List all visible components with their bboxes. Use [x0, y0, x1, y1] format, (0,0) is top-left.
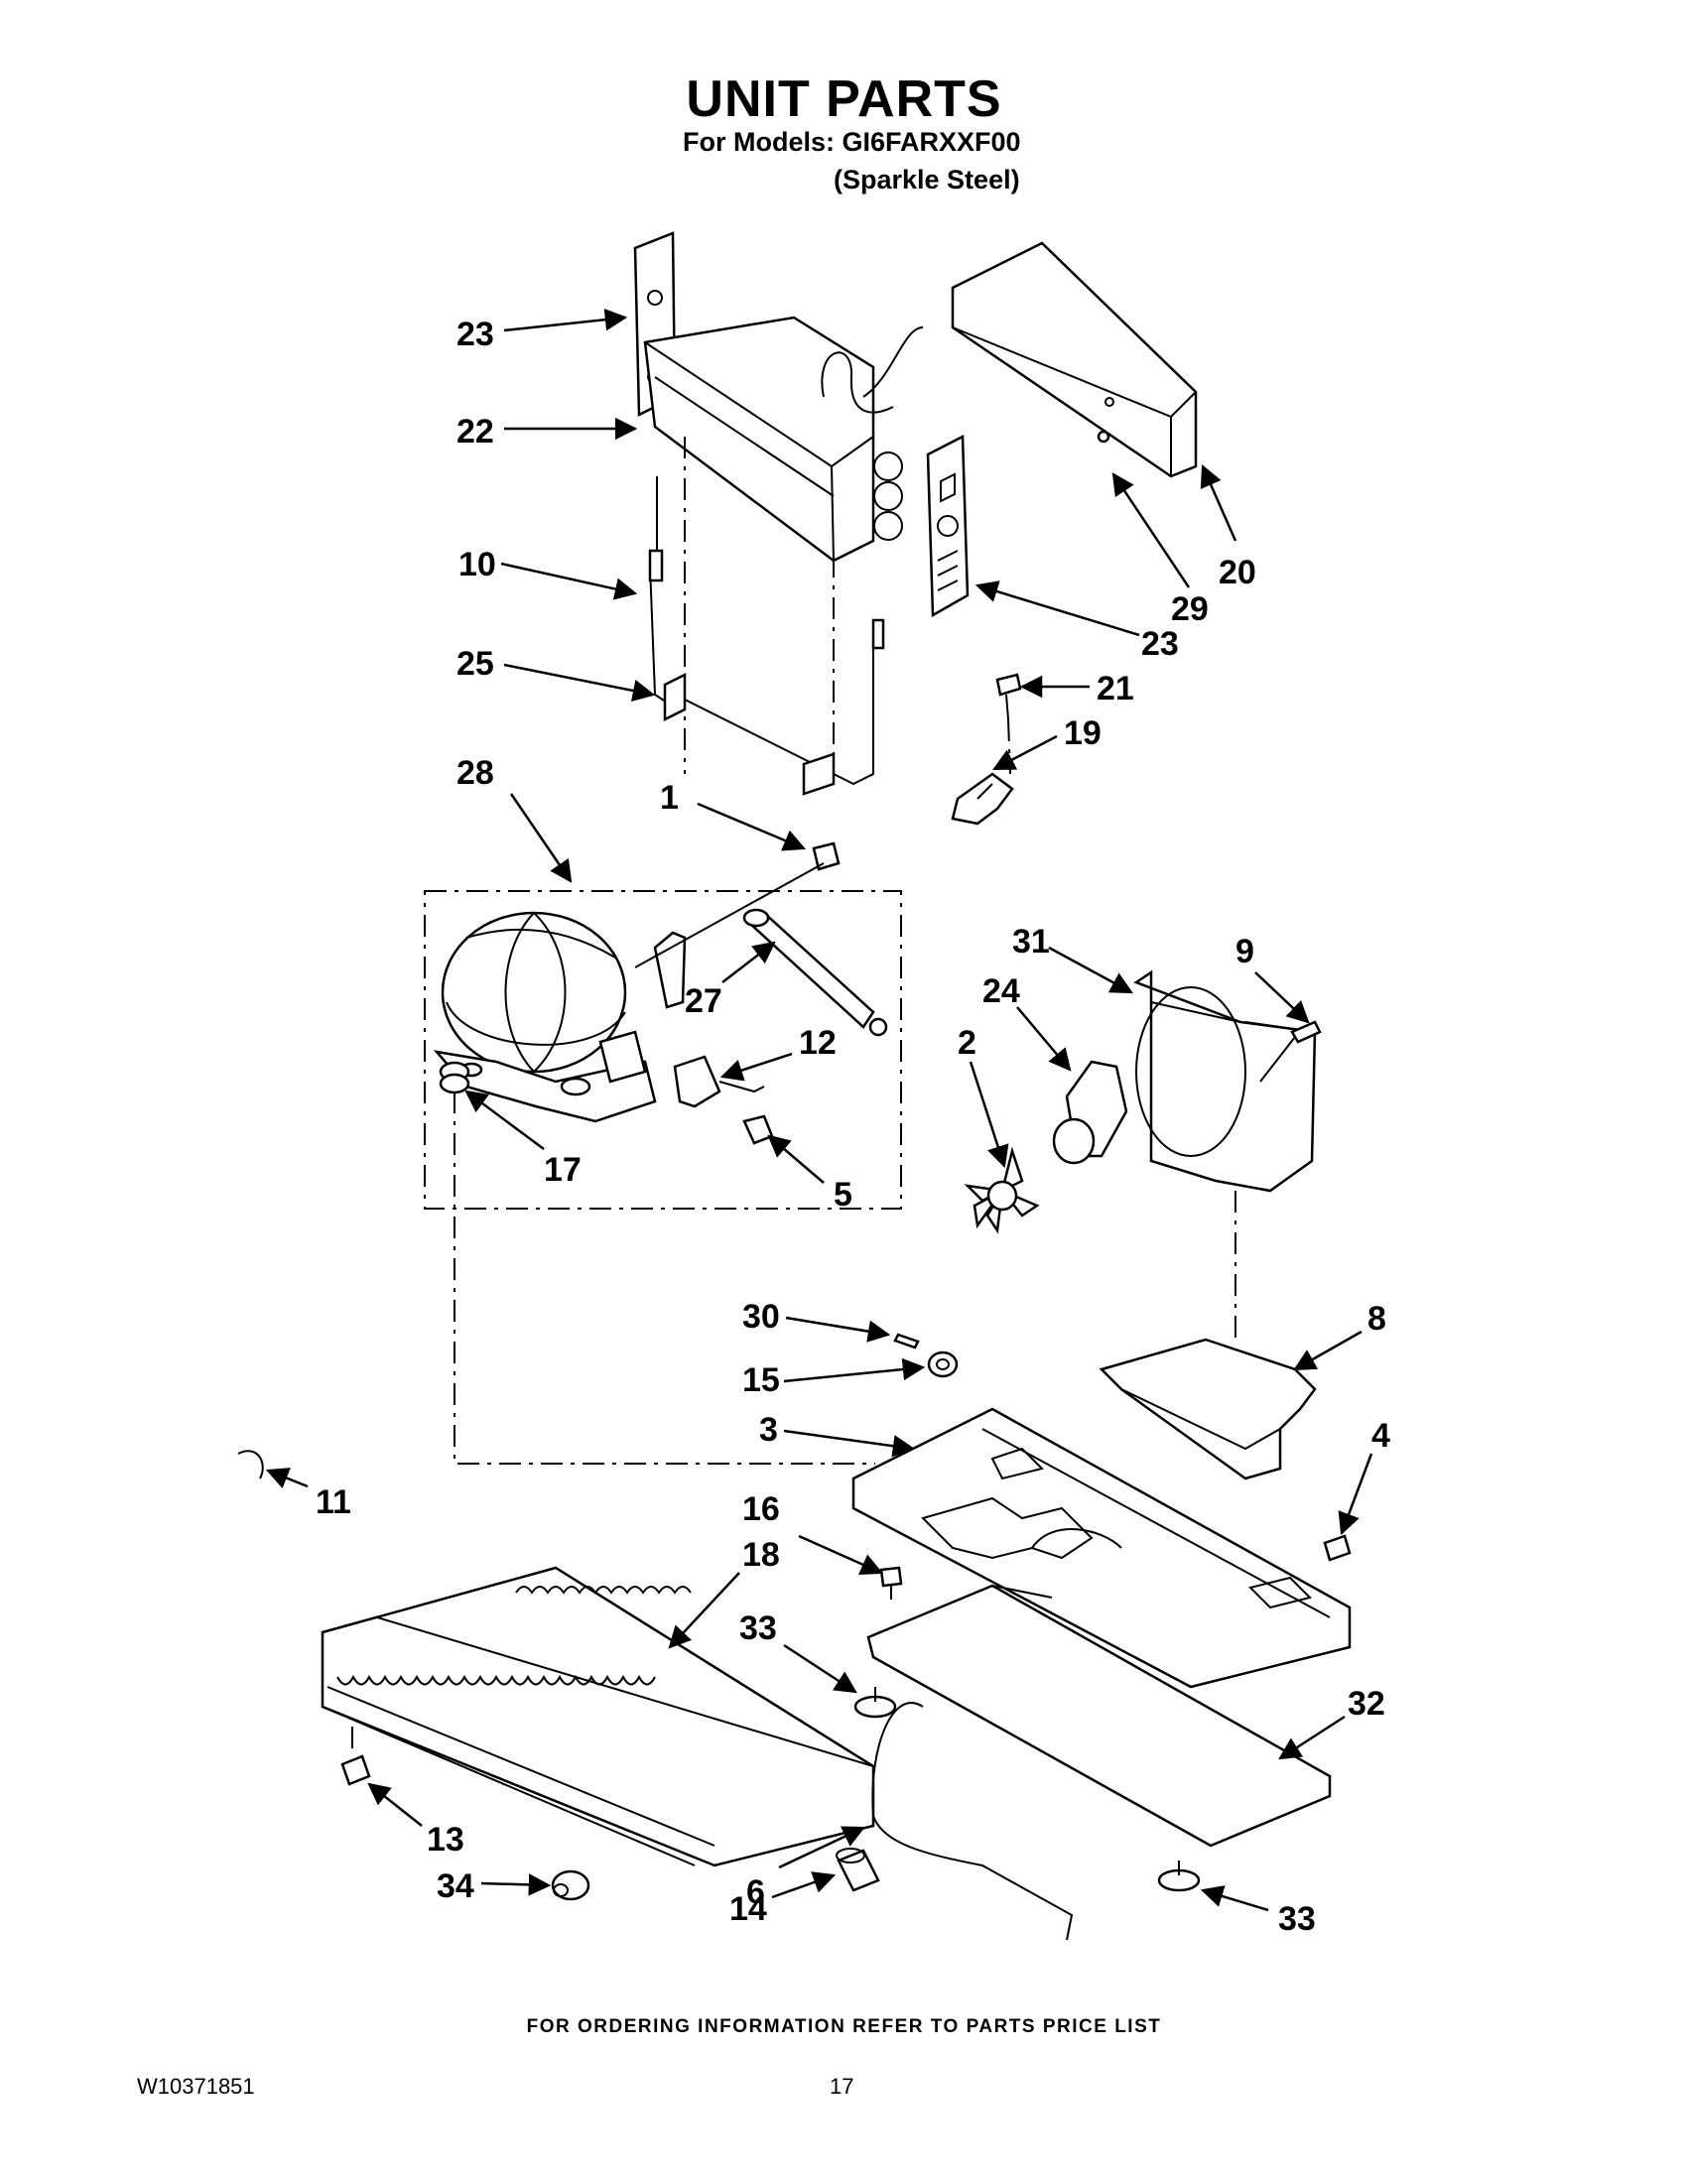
callout-28: 28	[456, 754, 494, 792]
clip-13	[340, 1754, 371, 1786]
page-title: UNIT PARTS	[686, 70, 1002, 128]
grommet-17	[439, 1061, 470, 1094]
callout-33b: 33	[1278, 1900, 1316, 1938]
callout-19: 19	[1064, 714, 1102, 752]
page-number: 17	[830, 2074, 854, 2099]
doc-number: W10371851	[137, 2074, 255, 2099]
callout-24: 24	[982, 972, 1020, 1010]
callout-31: 31	[1012, 923, 1050, 961]
part-14	[836, 1848, 880, 1892]
drier-34	[551, 1869, 590, 1901]
screw-4	[1323, 1534, 1352, 1562]
condenser-coils	[336, 1586, 692, 1686]
screw-16	[879, 1566, 903, 1600]
leveling-leg-33a	[853, 1687, 897, 1719]
callout-22: 22	[456, 413, 494, 450]
callout-21: 21	[1097, 670, 1134, 707]
callout-numbers: 23 22 10 25 20 29 23 21 19 28 1 27 12 17…	[316, 316, 1390, 1938]
callout-8: 8	[1367, 1300, 1386, 1338]
tube-6	[871, 1702, 1074, 1941]
evaporator-bracket-right	[926, 434, 970, 618]
callout-2: 2	[958, 1024, 976, 1062]
ordering-note: FOR ORDERING INFORMATION REFER TO PARTS …	[526, 2016, 1162, 2037]
callout-1: 1	[660, 779, 679, 817]
callout-33a: 33	[739, 1609, 777, 1647]
callout-30: 30	[742, 1298, 780, 1336]
callout-34: 34	[437, 1867, 474, 1905]
callout-10: 10	[458, 546, 496, 583]
screw-9	[1259, 1020, 1322, 1083]
callout-5: 5	[834, 1176, 852, 1214]
callout-14: 14	[729, 1890, 767, 1928]
drain-pan	[866, 1584, 1332, 1848]
callout-3: 3	[759, 1411, 778, 1449]
callout-6: 6	[746, 1873, 765, 1911]
start-relay	[673, 1055, 765, 1108]
callout-12: 12	[799, 1024, 837, 1062]
variant-line: (Sparkle Steel)	[834, 165, 1020, 194]
fan-motor	[1052, 1060, 1128, 1165]
callout-4: 4	[1371, 1417, 1390, 1455]
callout-29: 29	[1171, 590, 1209, 628]
overload	[742, 1114, 774, 1145]
callout-18: 18	[742, 1536, 780, 1574]
defrost-thermostat	[648, 476, 668, 704]
callout-27: 27	[685, 982, 722, 1020]
callout-17: 17	[544, 1151, 582, 1189]
evaporator-assembly	[633, 231, 924, 796]
compressor-kit-box	[424, 890, 902, 1210]
callout-9: 9	[1235, 933, 1254, 970]
air-duct	[951, 241, 1198, 478]
defrost-heater	[666, 634, 879, 786]
screw-29	[1097, 430, 1110, 444]
condenser	[321, 1566, 875, 1867]
callout-15: 15	[742, 1361, 780, 1399]
fan-blade	[964, 1146, 1040, 1234]
callout-32: 32	[1348, 1685, 1385, 1723]
callout-13: 13	[427, 1821, 464, 1859]
grommet-15	[927, 1350, 959, 1378]
spacer-30	[893, 1333, 920, 1349]
leader-lines	[265, 308, 1373, 1912]
models-line: For Models: GI6FARXXF00	[683, 127, 1021, 157]
screw-21	[995, 673, 1022, 775]
callout-20: 20	[1219, 554, 1256, 591]
filter-drier	[742, 908, 888, 1037]
screw-1	[634, 841, 841, 968]
callout-25: 25	[456, 645, 494, 683]
compressor	[433, 911, 687, 1123]
base-pan	[851, 1407, 1352, 1689]
callout-11: 11	[316, 1483, 351, 1521]
callout-23a: 23	[456, 316, 494, 353]
evaporator	[643, 316, 875, 563]
callout-23b: 23	[1141, 625, 1179, 663]
fan-shroud	[1133, 969, 1317, 1193]
clip-11	[237, 1450, 264, 1479]
callout-16: 16	[742, 1490, 780, 1528]
leveling-leg-33b	[1157, 1861, 1201, 1892]
condenser-fan-bracket	[1099, 1338, 1317, 1480]
clip-19	[951, 772, 1014, 826]
